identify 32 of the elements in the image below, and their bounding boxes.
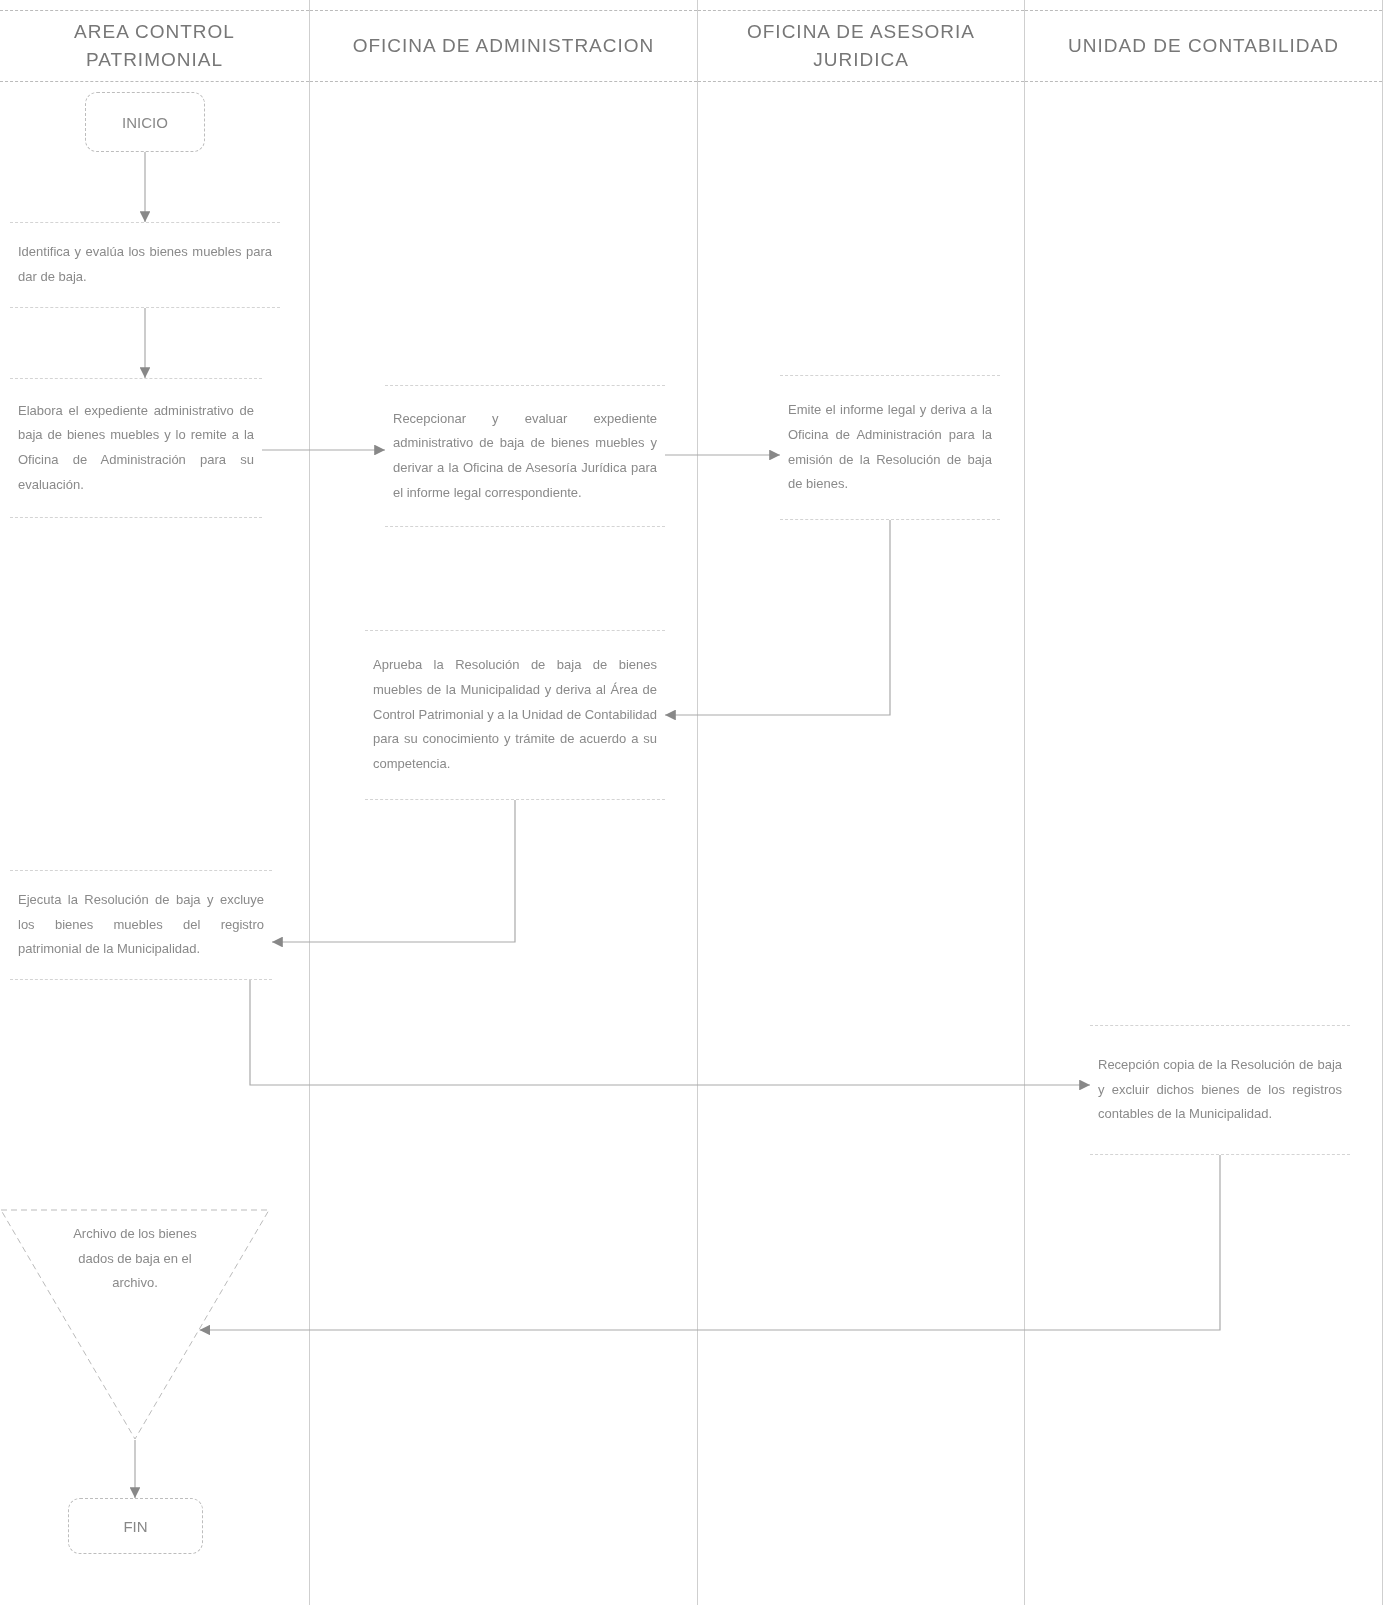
process-step [10,222,280,308]
arrow [261,444,386,456]
lane-header: AREA CONTROL PATRIMONIAL [0,10,309,82]
step-text: Ejecuta la Resolución de baja y excluye los bienes muebles del registro patrimonial de la Municipalidad. [18,890,264,959]
step-text: Emite el informe legal y deriva a la Oficina de Administración para la emisión de la Resolución de baja de bienes. [788,401,992,494]
process-step [385,385,665,527]
arrow [249,979,1091,1091]
arrow [664,519,891,721]
arrow [139,151,151,223]
step-text: Archivo de los bienes dados de baja en el archivo. [72,1225,198,1293]
step-text: Recepcionar y evaluar expediente administrativo de baja de bienes muebles y derivar a la Oficina de Asesoría Jurídica para el informe legal correspondiente. [393,409,657,502]
step-text: Aprueba la Resolución de baja de bienes muebles de la Municipalidad y deriva al Área de Control Patrimonial y a la Unidad de Contabilidad para su conocimiento y trámite de acuerdo a su competencia. [373,656,657,774]
arrow [129,1439,141,1499]
lane-header: UNIDAD DE CONTABILIDAD [1025,10,1382,82]
arrow [271,799,516,948]
step-text: Identifica y evalúa los bienes muebles para dar de baja. [18,243,272,286]
step-text: INICIO [122,113,168,131]
arrow [664,449,781,461]
process-step [1090,1025,1350,1155]
lane-header: OFICINA DE ASESORIA JURIDICA [698,10,1024,82]
process-step [10,378,262,518]
arrow [139,307,151,379]
step-text: Recepción copia de la Resolución de baja y excluir dichos bienes de los registros contables de la Municipalidad. [1098,1055,1342,1124]
process-step [780,375,1000,520]
terminator-box [85,92,205,152]
step-text: FIN [123,1517,148,1535]
lane-header: OFICINA DE ADMINISTRACION [310,10,697,82]
terminator-box [68,1498,203,1554]
arrow [198,1154,1221,1336]
process-step [10,870,272,980]
process-step [365,630,665,800]
step-text: Elabora el expediente administrativo de baja de bienes muebles y lo remite a la Oficina de Administración para su evaluación. [18,401,254,494]
